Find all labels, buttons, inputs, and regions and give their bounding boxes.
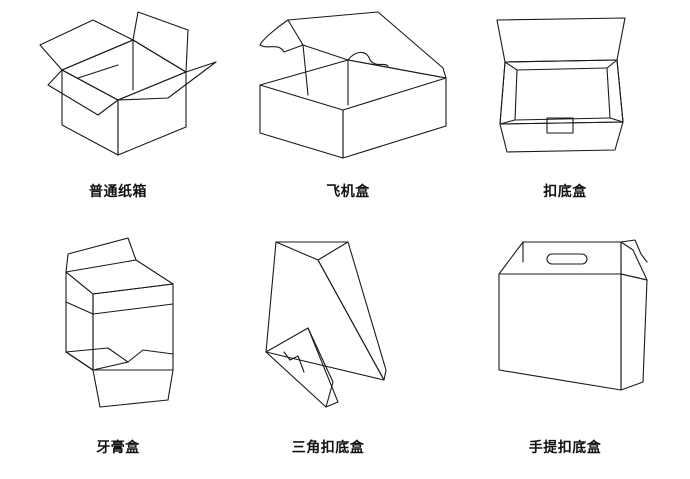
handle-cutout-icon [546, 253, 588, 265]
snap-box-open-lid [496, 17, 626, 63]
toothpaste-box-illustration [65, 237, 174, 408]
handle-box-side-flap [620, 241, 648, 281]
tube-box-top-flap [65, 259, 174, 295]
handle-box-front-face [498, 273, 622, 391]
box-label: 扣底盒 [543, 184, 587, 200]
carton-back-flap [132, 11, 189, 73]
box-label: 牙膏盒 [96, 440, 140, 456]
snap-box-left-inner-flap [499, 61, 518, 125]
triangle-box-right-face [317, 241, 387, 381]
mailer-lid-left-ear [259, 19, 304, 53]
box-item-regular-carton: 普通纸箱 [18, 0, 218, 230]
snap-box-tuck-tab [546, 117, 574, 134]
carton-back-rim [61, 39, 187, 73]
handle-snap-bottom-box-illustration [498, 239, 648, 391]
mailer-lid-tuck [347, 51, 389, 67]
triangle-box-bottom [265, 327, 334, 408]
snap-box-right-inner-flap [606, 59, 624, 123]
box-label: 手提扣底盒 [528, 440, 602, 456]
handle-box-side-face [620, 273, 648, 391]
tube-box-bottom-tuck [92, 369, 174, 408]
box-item-triangle-snap-bottom-box: 三角扣底盒 [228, 232, 428, 462]
tube-box-top-tuck [65, 237, 137, 273]
triangle-snap-bottom-box-illustration [265, 241, 387, 408]
tube-box-front-face [92, 283, 174, 371]
airplane-box-illustration [259, 11, 447, 159]
box-item-airplane-box: 飞机盒 [248, 0, 448, 230]
mailer-side-face [342, 77, 447, 159]
carton-front-flap [47, 69, 119, 116]
carton-left-flap [39, 19, 134, 71]
tube-box-bottom-flap [65, 347, 129, 371]
carton-front-face [61, 69, 119, 156]
box-label: 三角扣底盒 [291, 440, 365, 456]
regular-carton-illustration [39, 11, 217, 156]
carton-side-face [117, 71, 187, 156]
snap-box-front-face [499, 121, 624, 153]
box-item-toothpaste-box: 牙膏盒 [18, 232, 218, 462]
carton-right-flap [117, 61, 217, 101]
box-item-handle-snap-bottom-box: 手提扣底盒 [465, 232, 665, 462]
handle-box-top-handle-panel [498, 241, 622, 275]
mailer-open-lid [287, 11, 447, 79]
box-label: 普通纸箱 [89, 184, 147, 200]
triangle-box-left-face [265, 241, 385, 381]
mailer-front-face [259, 84, 344, 159]
box-label: 飞机盒 [326, 184, 370, 200]
box-item-snap-bottom-box: 扣底盒 [465, 0, 665, 230]
snap-bottom-box-illustration [496, 17, 626, 153]
